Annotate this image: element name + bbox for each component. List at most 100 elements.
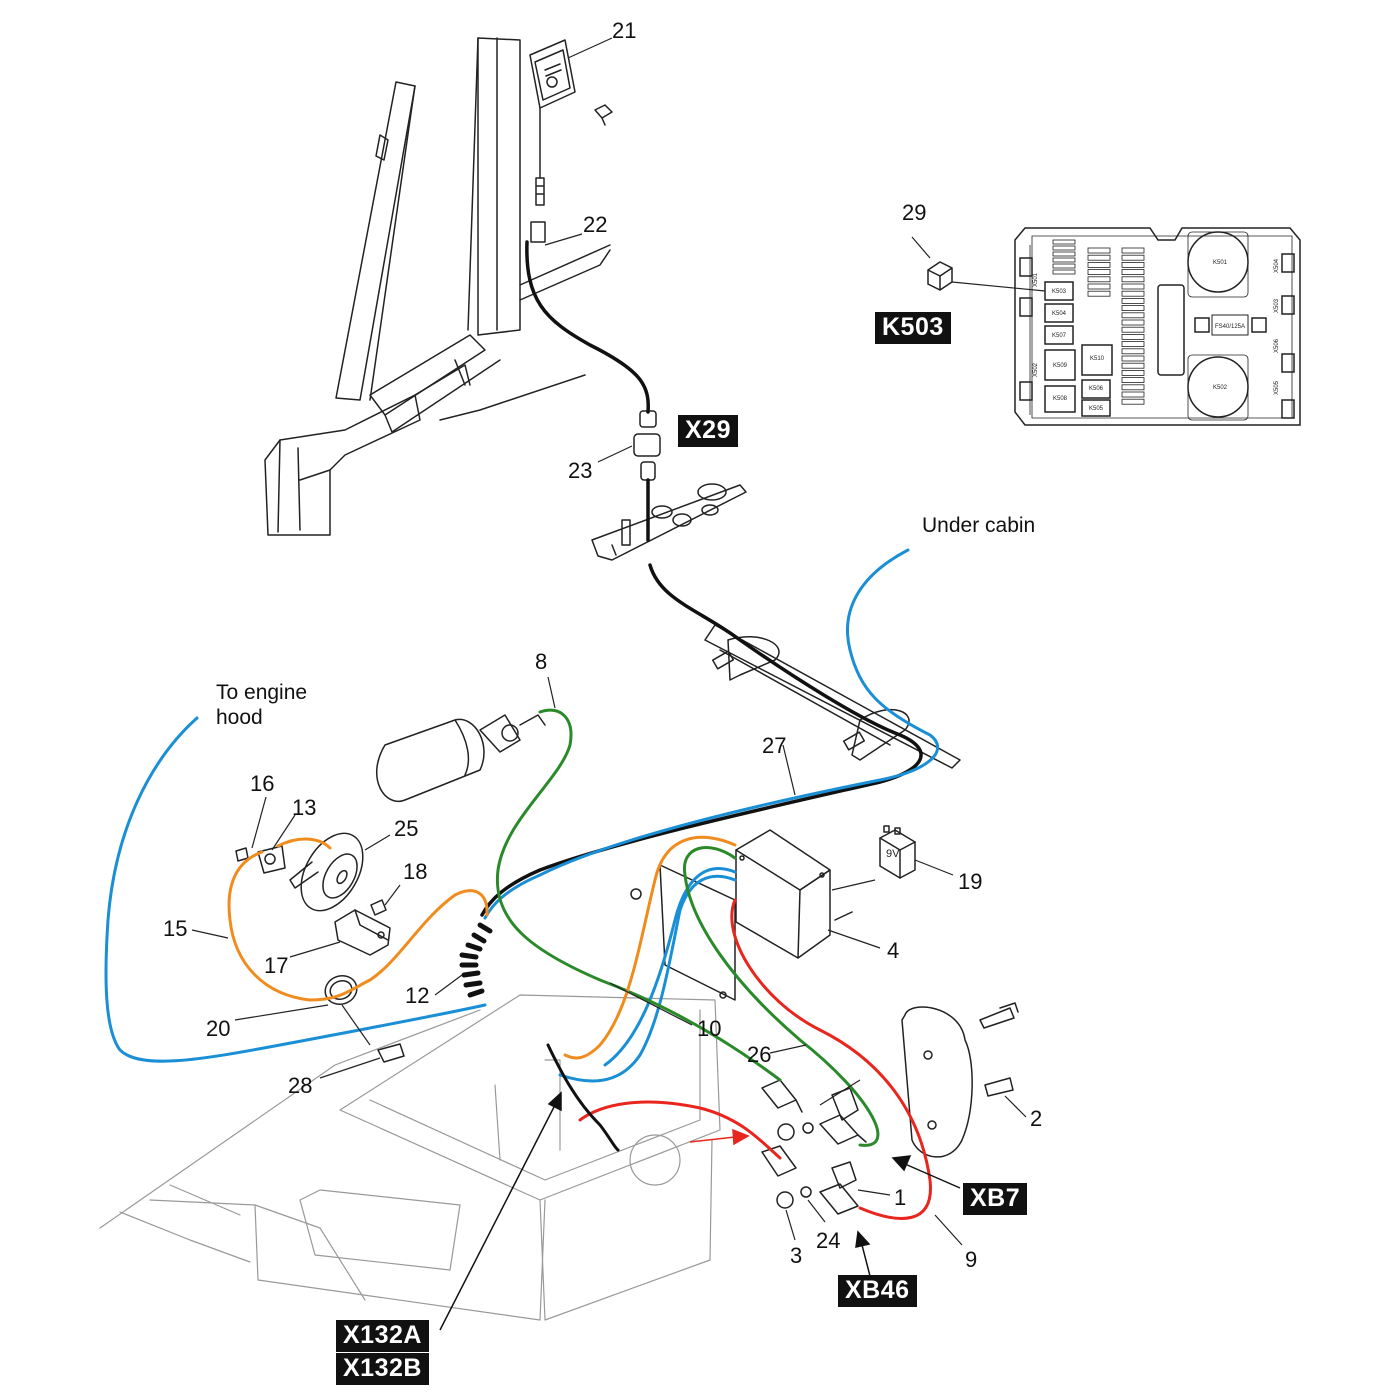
relay-k509: K509 [1053,363,1068,369]
callout-26: 26 [747,1042,772,1067]
fuse-slot [1087,269,1111,276]
side-label-x501: X501 [1033,272,1039,287]
fuse-slot [1121,377,1145,384]
fuse-slot [1121,326,1145,333]
relay-k508: K508 [1053,396,1068,402]
fuse-slot [1121,355,1145,362]
blue-wire-engine-hood [104,716,487,1063]
fuse-box-labels: K501 K502 K503 K504 K505 K506 K507 K508 … [1033,258,1280,412]
relay-k506: K506 [1089,386,1104,392]
callout-15: 15 [163,916,188,941]
orange-wire-horn-2 [276,837,332,850]
callout-28: 28 [288,1073,313,1098]
fuse-slot [1052,263,1076,269]
connector-22 [530,221,546,243]
clamp-20 [324,975,358,1005]
bracket-17 [334,899,391,956]
fuse-slot [1052,257,1076,263]
black-wire-engine [546,1043,620,1152]
fuse-slot [1087,283,1111,290]
fuse-slot [1121,247,1145,254]
callout-3: 3 [790,1243,803,1268]
fuse-slot [1052,239,1076,245]
orange-wire-box [563,836,737,1060]
tag-xb46: XB46 [838,1275,917,1307]
side-label-x504: X504 [1274,258,1280,273]
red-wire-engine [578,1100,782,1160]
fuse-slot [1121,254,1145,261]
relay-k502: K502 [1213,385,1228,391]
fuse-slot [1121,398,1145,405]
fuse-slot [1087,276,1111,283]
fuse-slot [1121,348,1145,355]
switch-panel-21 [529,39,613,206]
black-wire-tray [480,563,923,917]
tag-x132b: X132B [336,1353,429,1385]
fuse-slot [1121,384,1145,391]
relay-k501: K501 [1213,260,1228,266]
green-wire-8 [495,708,782,1082]
callout-29: 29 [902,200,927,225]
callout-21: 21 [612,18,637,43]
callout-10: 10 [697,1016,722,1041]
relay-k503: K503 [1052,289,1067,295]
tag-x132a: X132A [336,1320,429,1352]
fuse-slot [1087,261,1111,268]
fuse-slot [1121,269,1145,276]
fuse-slot [1121,305,1145,312]
callout-23: 23 [568,458,593,483]
note-to-engine-hood: To engine hood [216,681,308,730]
fuse-slot [1121,312,1145,319]
fuse-slot [1052,245,1076,251]
fuse-slot [1121,319,1145,326]
fuse-slot [1121,333,1145,340]
relay-k507: K507 [1052,333,1067,339]
callout-16: 16 [250,771,275,796]
horn-25 [235,832,364,912]
conduit-12 [459,922,493,998]
relay-k505: K505 [1089,406,1104,412]
battery-19 [879,825,916,879]
fuse-slot [1087,254,1111,261]
callout-12: 12 [405,983,430,1008]
callout-18: 18 [403,859,428,884]
red-wire-box [730,898,932,1220]
gas-cylinder [375,714,546,803]
orange-wire-horn [227,850,489,1002]
callout-27: 27 [762,733,787,758]
tag-x29: X29 [678,415,738,447]
callout-24: 24 [816,1228,841,1253]
fuse-slot [1121,341,1145,348]
grommet-plate [591,483,747,561]
control-box-4 [735,829,853,959]
side-label-x503: X503 [1274,298,1280,313]
callout-13: 13 [292,795,317,820]
fuse-slot [1121,362,1145,369]
battery-label: 9V [886,848,900,860]
callout-25: 25 [394,816,419,841]
fuse-slot [1121,283,1145,290]
callout-9: 9 [965,1247,978,1272]
black-wire-cabin [525,240,650,414]
fuse-slot [1121,369,1145,376]
fuse-slot [1121,391,1145,398]
pointer-arrows [439,1091,961,1331]
grommet-23 [633,410,661,481]
fuse-stack [1052,239,1145,405]
callout-17: 17 [264,953,289,978]
fuse-slot [1087,247,1111,254]
callout-20: 20 [206,1016,231,1041]
callout-1: 1 [894,1185,907,1210]
fuse-slot [1052,269,1076,275]
fuse-slot [1052,251,1076,257]
fuse-slot [1087,290,1111,297]
blue-wire-box [558,874,737,1083]
callout-2: 2 [1030,1106,1043,1131]
main-fuse-label: FS40/125A [1215,324,1245,330]
tag-xb7: XB7 [963,1183,1028,1215]
side-label-x502: X502 [1033,362,1039,377]
clip-28 [377,1043,405,1063]
cabin-frame [264,37,611,536]
relay-k504: K504 [1052,311,1067,317]
